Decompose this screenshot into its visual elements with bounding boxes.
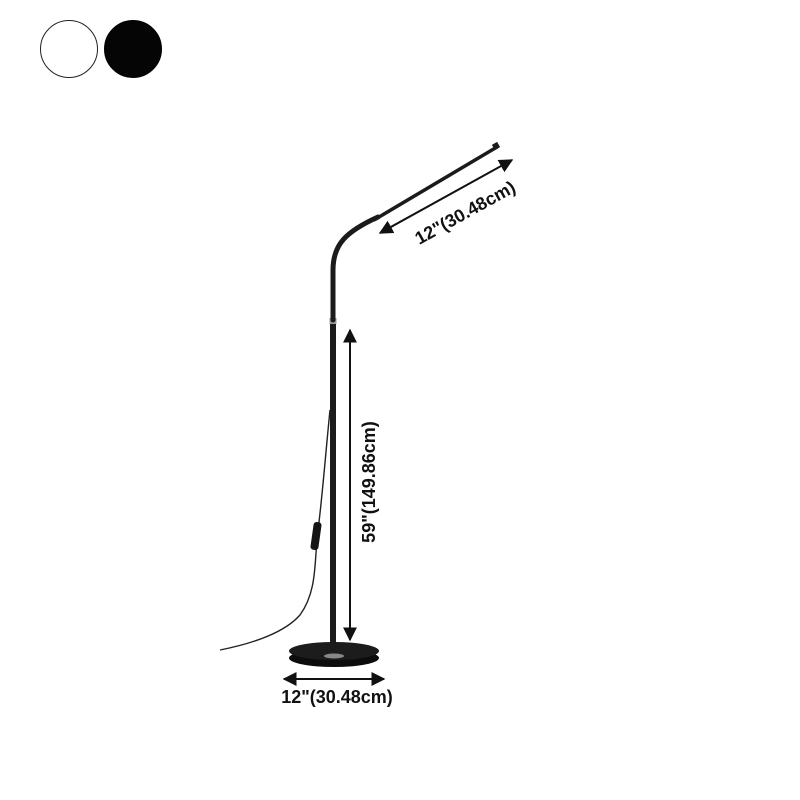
- base-width-label: 12"(30.48cm): [281, 687, 393, 707]
- color-swatch-white[interactable]: [40, 20, 98, 78]
- lamp-gooseneck: [330, 214, 381, 323]
- lamp-pole: [330, 322, 336, 652]
- cord-switch: [310, 521, 322, 551]
- arm-dimension-line: [378, 159, 514, 234]
- base-logo-plate: [324, 653, 344, 659]
- power-cord: [219, 409, 331, 651]
- pole-height-label: 59"(149.86cm): [359, 421, 379, 543]
- color-swatch-black[interactable]: [104, 20, 162, 78]
- lamp-head-end: [491, 141, 501, 151]
